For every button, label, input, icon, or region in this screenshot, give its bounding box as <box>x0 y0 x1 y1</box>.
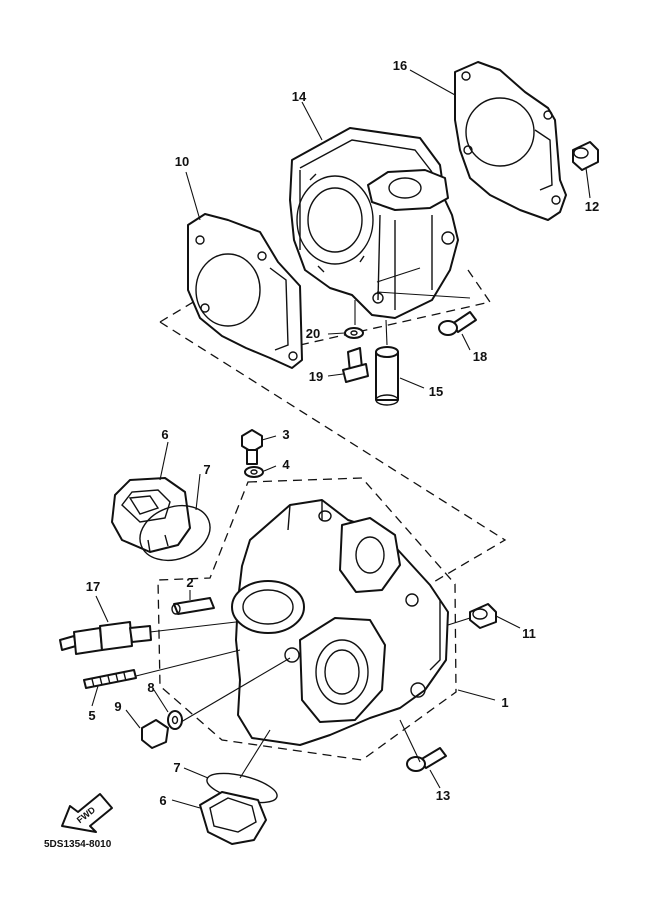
bolt-part-18 <box>438 311 477 336</box>
washer-part-4 <box>244 466 264 478</box>
leader-lines <box>91 69 591 809</box>
callout-12: 12 <box>585 199 599 214</box>
fwd-direction-arrow: FWD <box>61 793 113 833</box>
cylinder-block-part-14 <box>289 127 459 319</box>
callout-7-top: 7 <box>203 462 210 477</box>
callout-6-lower: 6 <box>159 793 166 808</box>
callout-9: 9 <box>114 699 121 714</box>
washer-part-20 <box>344 327 364 339</box>
callout-6-top: 6 <box>161 427 168 442</box>
gasket-top-part-16 <box>454 61 567 221</box>
callout-15: 15 <box>429 384 443 399</box>
bolt-part-19 <box>342 347 369 383</box>
stud-part-5 <box>83 669 137 689</box>
callout-19: 19 <box>309 369 323 384</box>
bolt-part-3 <box>241 429 263 465</box>
callout-17: 17 <box>86 579 100 594</box>
dowel-pin-part-12 <box>572 141 599 171</box>
head-group-outline <box>157 477 457 761</box>
spark-plug-part-17 <box>59 621 152 655</box>
callout-14: 14 <box>292 89 307 104</box>
cylinder-head-part-1 <box>231 499 449 746</box>
callout-5: 5 <box>88 708 95 723</box>
callout-16: 16 <box>393 58 407 73</box>
callout-18: 18 <box>473 349 487 364</box>
callout-2: 2 <box>186 575 193 590</box>
callout-3: 3 <box>282 427 289 442</box>
oil-cap-part-6-upper <box>111 477 191 553</box>
diagram-code: 5DS1354-8010 <box>44 839 112 850</box>
callout-13: 13 <box>436 788 450 803</box>
cap-nut-part-9 <box>141 719 169 749</box>
callout-10: 10 <box>175 154 189 169</box>
bolt-part-13 <box>406 747 447 772</box>
collar-part-15 <box>375 346 399 406</box>
callout-11: 11 <box>522 626 536 641</box>
callout-numbers: 16 12 14 10 20 19 15 18 6 7 3 4 2 17 5 9… <box>86 58 599 808</box>
gasket-base-part-10 <box>187 213 303 369</box>
callout-20: 20 <box>306 326 320 341</box>
washer-part-8 <box>167 710 183 730</box>
callout-4: 4 <box>282 457 290 472</box>
drain-plug-part-6-lower <box>199 791 267 845</box>
o-ring-part-7-upper <box>139 504 211 562</box>
callout-1: 1 <box>501 695 508 710</box>
dowel-pin-part-11 <box>469 603 497 629</box>
callout-7-lower: 7 <box>173 760 180 775</box>
callout-8: 8 <box>147 680 154 695</box>
dowel-pin-part-2 <box>171 597 215 615</box>
